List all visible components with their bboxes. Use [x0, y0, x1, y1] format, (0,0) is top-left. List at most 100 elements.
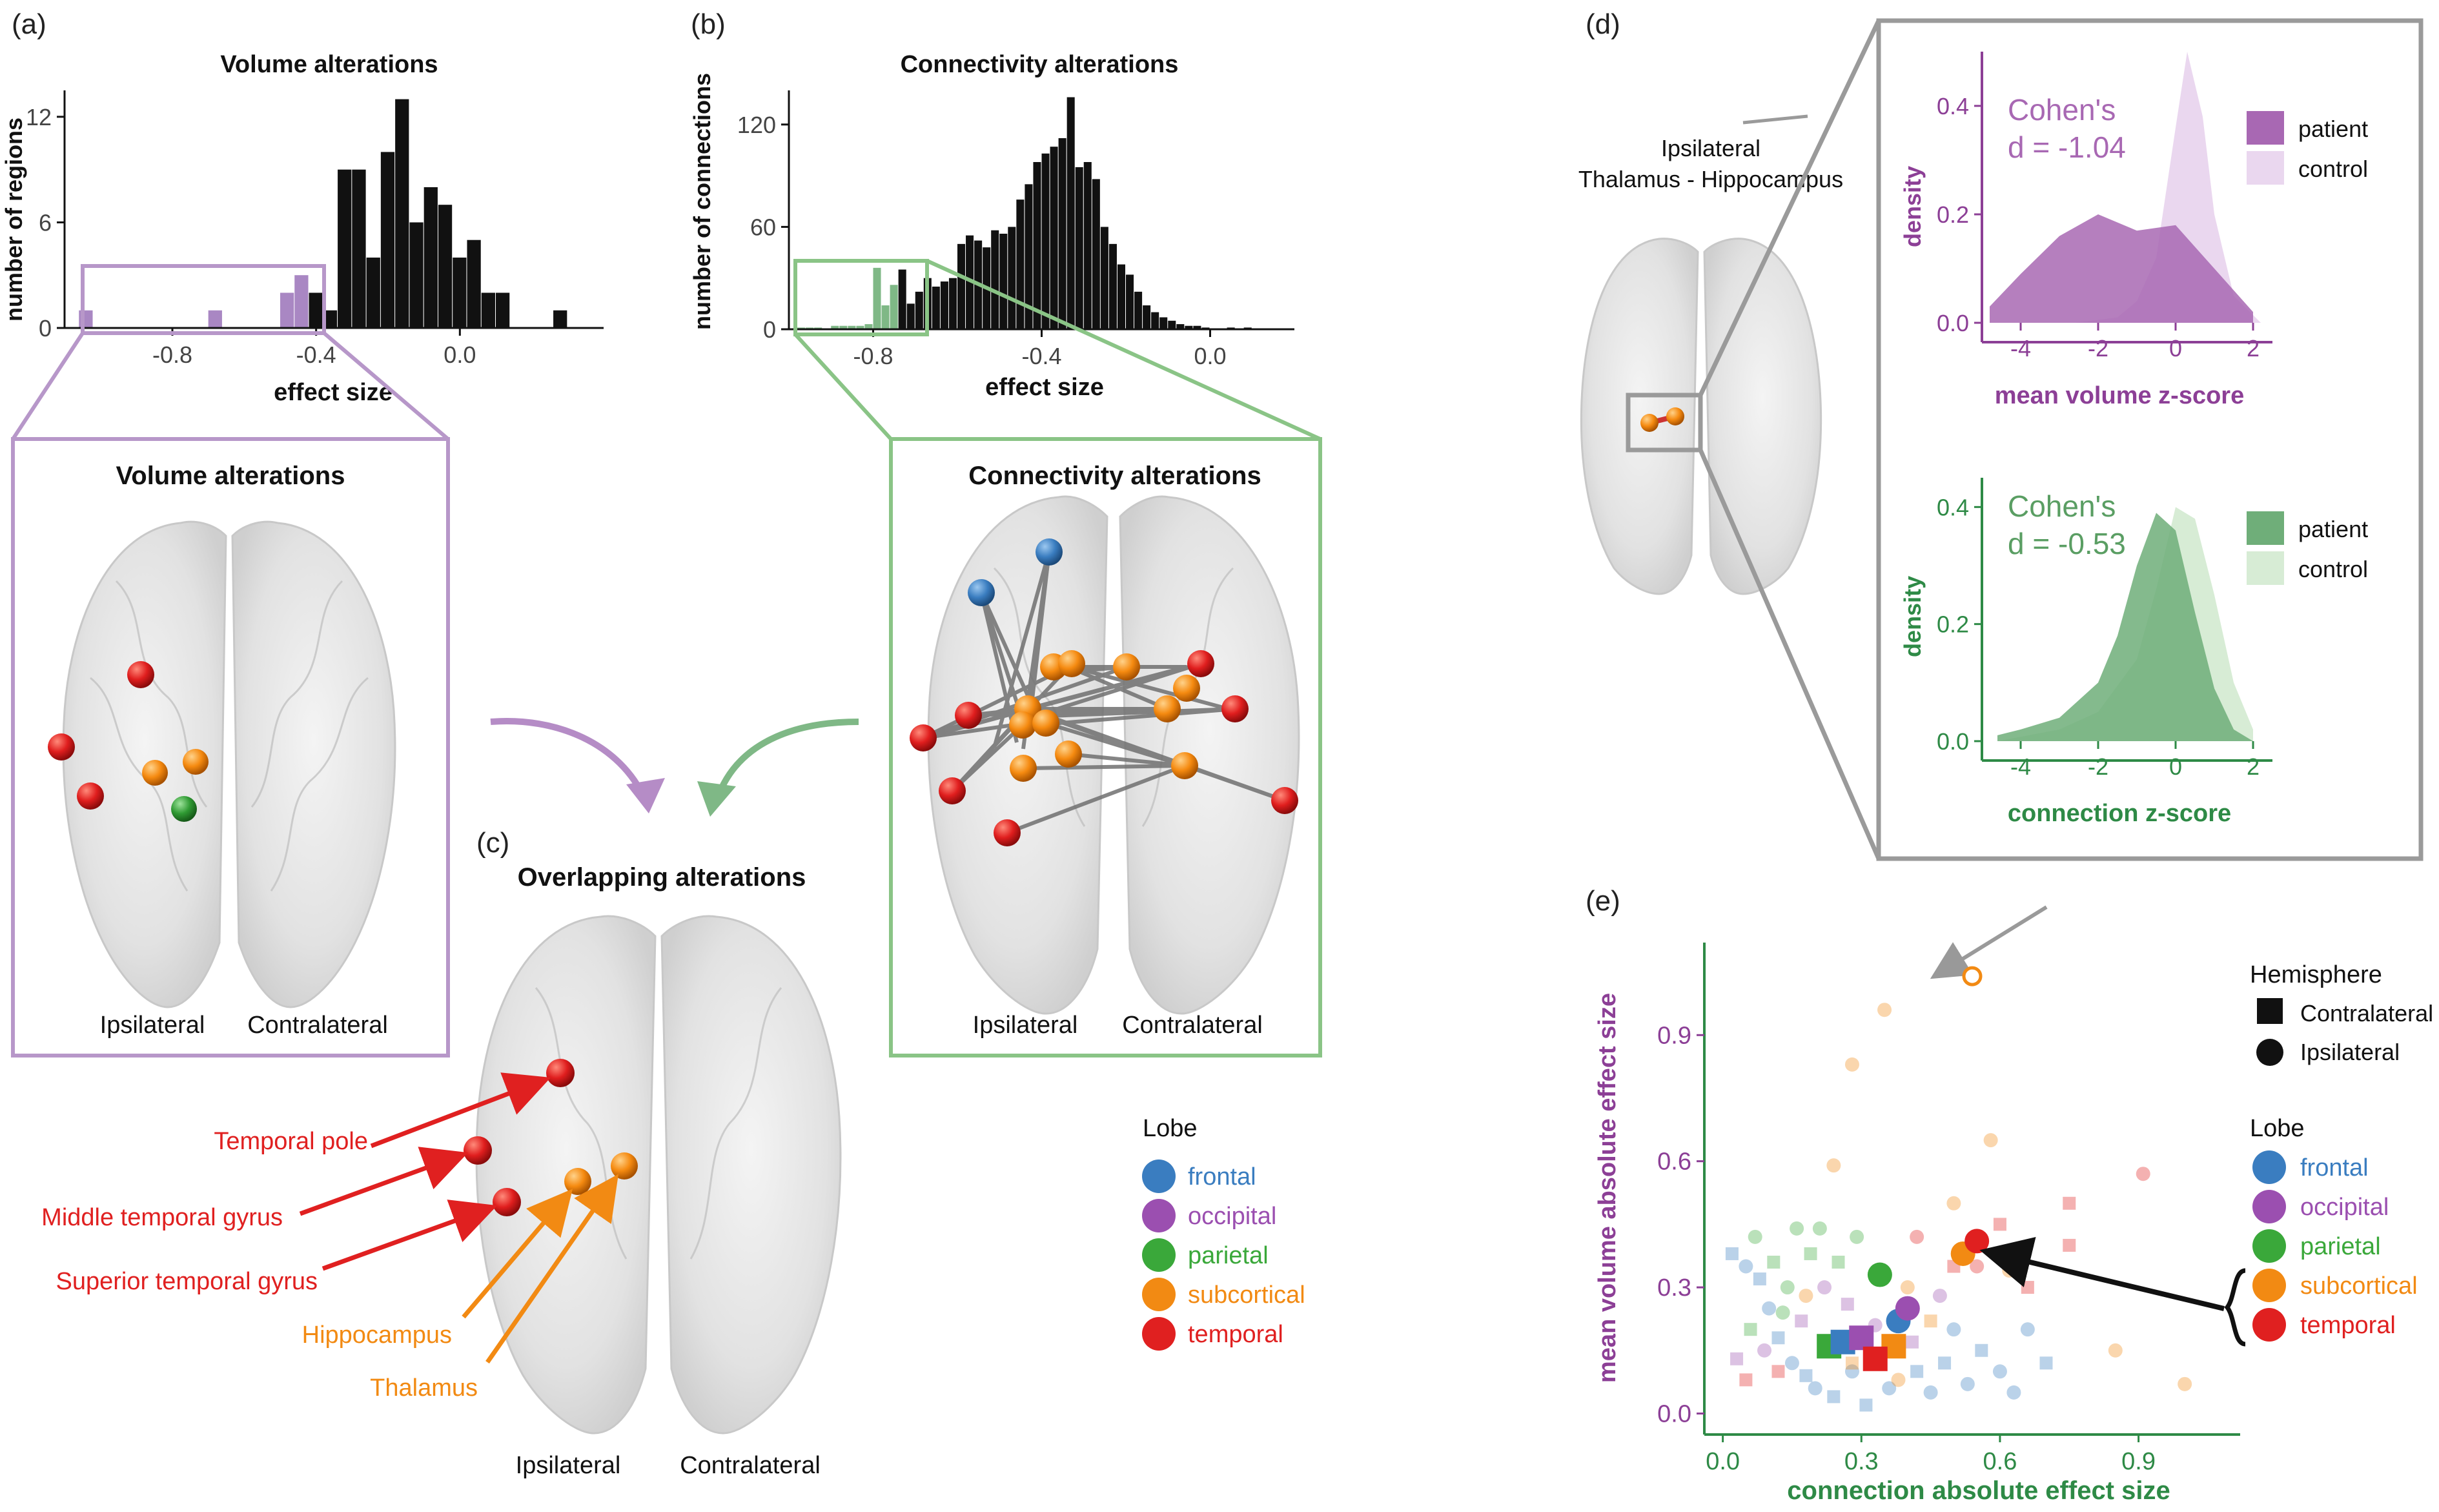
y-tick-label: 0 — [39, 315, 52, 342]
histogram-bar — [1143, 305, 1151, 329]
arrowhead-connectivity — [697, 781, 736, 817]
histogram-bar — [839, 325, 848, 329]
region-point-subcortical — [2108, 1343, 2123, 1358]
node-subcortical — [1009, 711, 1036, 739]
annotation-temporal-pole: Temporal pole — [214, 1128, 368, 1155]
region-point-frontal — [1784, 1356, 1799, 1371]
brain-left-hemisphere — [62, 520, 227, 1008]
lobe-legend-label-temporal: temporal — [2300, 1312, 2396, 1339]
lobe-legend-label-occipital: occipital — [2300, 1194, 2389, 1221]
legend-square-contralateral — [2257, 998, 2283, 1024]
legend-label-patient: patient — [2298, 116, 2368, 142]
legend-label-contralateral: Contralateral — [2300, 1000, 2433, 1027]
highlighted-point — [1962, 966, 1983, 986]
region-point-parietal — [1748, 1229, 1762, 1244]
y-tick-label: 0.3 — [1657, 1274, 1691, 1302]
arrow-volume-to-overlap — [490, 718, 649, 802]
annotation-thalamus: Thalamus — [370, 1374, 478, 1402]
histogram-bar — [1176, 324, 1185, 329]
histogram-bar — [1185, 325, 1193, 329]
region-point-parietal — [1775, 1305, 1790, 1320]
x-tick-label: 0.3 — [1844, 1448, 1879, 1475]
node-superior-temporal-gyrus — [493, 1188, 521, 1216]
region-point-subcortical — [1900, 1280, 1915, 1295]
histogram-connectivity: Connectivity alterations number of conne… — [689, 51, 1294, 401]
label-pointer — [1742, 114, 1808, 125]
cohens-d-value: d = -1.04 — [2008, 130, 2126, 164]
brain-right-hemisphere — [660, 915, 842, 1435]
legend-swatch-control — [2247, 151, 2284, 185]
histogram-bar — [873, 267, 881, 329]
node-hippocampus — [564, 1168, 591, 1195]
lobe-legend-dot-frontal — [2252, 1150, 2286, 1184]
legend-swatch-control — [2247, 551, 2284, 585]
x-tick-label: 0 — [2169, 335, 2182, 362]
node-subcortical — [1154, 695, 1181, 722]
histogram-bar — [848, 325, 856, 329]
arrow-temporal-pole — [370, 1072, 551, 1149]
node-subcortical — [1055, 741, 1082, 768]
annotation-superior-temporal-gyrus: Superior temporal gyrus — [56, 1268, 318, 1295]
chart-title: Connectivity alterations — [901, 51, 1179, 78]
region-point-temporal — [1993, 1218, 2006, 1231]
histogram-bar — [496, 292, 510, 328]
x-tick-label: -2 — [2088, 753, 2108, 780]
histogram-bar — [1126, 274, 1134, 329]
node-frontal — [1036, 538, 1063, 566]
x-axis-label: effect size — [985, 374, 1104, 401]
node-subcortical — [142, 760, 168, 786]
histogram-bar — [1117, 264, 1125, 329]
region-point-subcortical — [1826, 1158, 1841, 1173]
zoom-title: Volume alterations — [116, 462, 345, 490]
region-point-frontal — [1771, 1331, 1785, 1345]
histogram-bar — [1108, 243, 1117, 329]
node-subcortical — [183, 749, 209, 775]
annotation-hippocampus: Hippocampus — [302, 1322, 452, 1349]
brain-right-hemisphere — [1703, 238, 1822, 595]
region-point-frontal — [1960, 1376, 1975, 1391]
histogram-bar — [856, 325, 864, 329]
hemisphere-legend-title: Hemisphere — [2250, 961, 2382, 988]
histogram-bar — [438, 205, 453, 328]
x-tick-label: -4 — [2010, 753, 2031, 780]
lobe-legend-dot-temporal — [1142, 1317, 1176, 1351]
cohens-d-value: d = -0.53 — [2008, 527, 2126, 560]
region-point-frontal — [2020, 1322, 2035, 1337]
arrow-from-panel-d — [1930, 905, 2048, 979]
lobe-legend-label-subcortical: subcortical — [2300, 1272, 2418, 1300]
brain-zoom-box — [1626, 393, 1703, 453]
arrow-middle-temporal-gyrus — [299, 1147, 469, 1216]
region-point-parietal — [1812, 1221, 1827, 1236]
histogram-bar — [906, 303, 915, 329]
region-point-frontal — [1923, 1385, 1938, 1400]
mean-point-temporal — [1862, 1346, 1888, 1371]
histogram-bar — [966, 235, 974, 329]
region-point-parietal — [1767, 1255, 1781, 1269]
lobe-legend-label-occipital: occipital — [1188, 1203, 1276, 1230]
x-tick-label: 0.0 — [1706, 1448, 1740, 1475]
histogram-bar — [1193, 325, 1201, 329]
chart-title: Volume alterations — [220, 51, 438, 78]
x-axis-label: connection absolute effect size — [1787, 1476, 2170, 1505]
mean-point-occipital — [1849, 1325, 1874, 1351]
y-tick-label: 0.0 — [1937, 310, 1969, 336]
side-label-contralateral: Contralateral — [680, 1452, 821, 1479]
lobe-legend-dot-parietal — [2252, 1229, 2286, 1263]
panel-d: Ipsilateral Thalamus - Hippocampus — [1578, 18, 2424, 861]
histogram-bar — [1008, 227, 1016, 329]
histogram-bar — [1168, 320, 1176, 329]
histogram-bar — [864, 324, 873, 329]
y-axis-label: number of connections — [689, 73, 715, 330]
histogram-bar — [1092, 179, 1100, 329]
y-tick-label: 0.2 — [1937, 611, 1969, 638]
brain-connectivity: Connectivity alterations — [910, 462, 1300, 1039]
x-tick-label: -2 — [2088, 335, 2108, 362]
histogram-bar — [553, 310, 567, 328]
region-point-parietal — [1850, 1229, 1864, 1244]
panel-label-c: (c) — [476, 827, 509, 859]
region-point-temporal — [1771, 1365, 1785, 1378]
histogram-bar — [932, 286, 940, 329]
y-tick-label: 0.6 — [1657, 1149, 1691, 1176]
y-tick-label: 0 — [763, 316, 776, 343]
histogram-bar — [957, 243, 966, 329]
